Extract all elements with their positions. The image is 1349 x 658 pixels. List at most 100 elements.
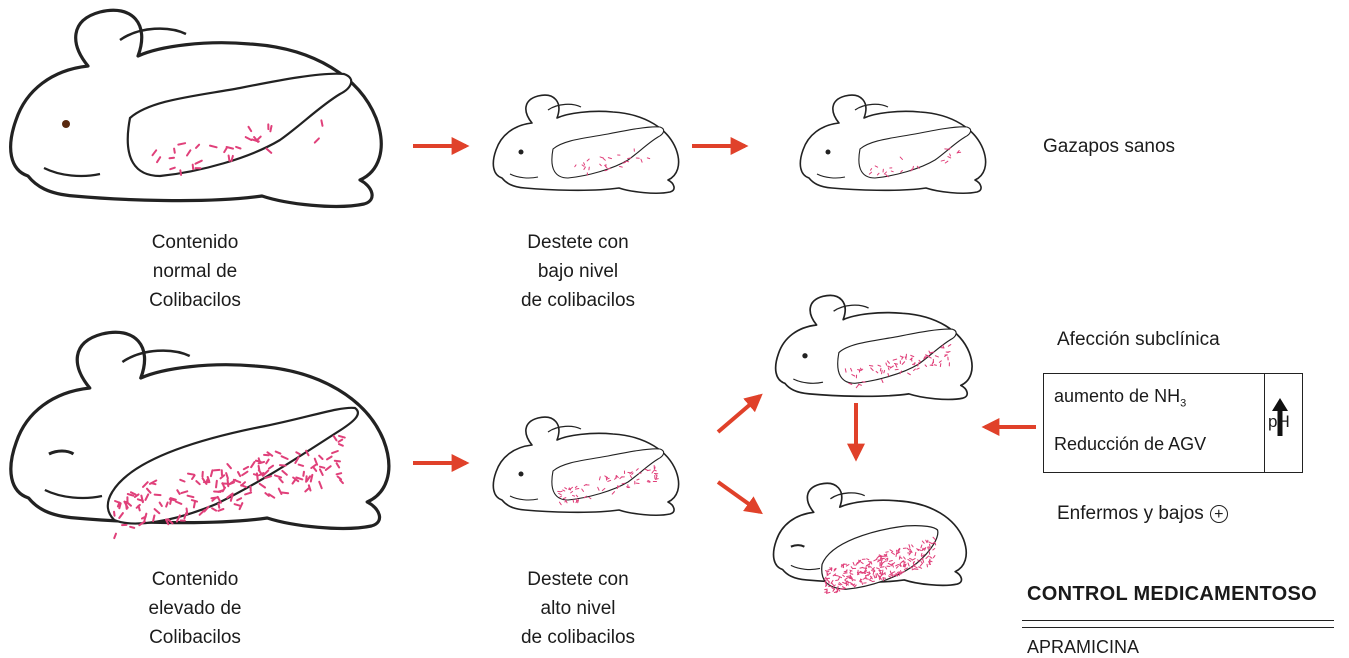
bacteria-mark <box>311 465 315 468</box>
label-line: Contenido <box>130 565 260 594</box>
bacteria-mark <box>326 466 331 470</box>
bacteria-mark <box>847 576 850 577</box>
bacteria-mark <box>216 481 217 488</box>
label-contenido-elevado: Contenido elevado de Colibacilos <box>130 565 260 652</box>
bacteria-mark <box>930 544 931 546</box>
bacteria-mark <box>939 361 941 363</box>
control-rule-1 <box>1022 620 1334 621</box>
bacteria-mark <box>335 461 340 462</box>
bacteria-mark <box>926 556 929 558</box>
rabbit-sano <box>800 95 985 193</box>
bacteria-mark <box>282 471 286 475</box>
bacteria-mark <box>876 574 877 577</box>
bacteria-mark <box>575 488 578 489</box>
bacteria-mark <box>929 559 930 561</box>
bacteria-mark <box>319 456 322 459</box>
bacteria-mark <box>194 501 195 507</box>
bacteria-mark <box>309 485 311 490</box>
metabolic-box: aumento de NH3 Reducción de AGV pH <box>1043 373 1303 473</box>
bacteria-mark <box>193 165 194 170</box>
bacteria-mark <box>589 497 591 498</box>
bacteria-mark <box>647 470 650 471</box>
bacteria-mark <box>623 162 625 163</box>
rabbit-subclinico <box>776 295 972 399</box>
bacteria-mark <box>880 567 884 568</box>
label-enfermos: Enfermos y bajos+ <box>1057 503 1228 525</box>
label-contenido-normal: Contenido normal de Colibacilos <box>130 228 260 315</box>
bacteria-mark <box>856 385 858 388</box>
bacteria-mark <box>315 138 319 142</box>
bacteria-mark <box>919 567 922 568</box>
rabbit-normal <box>11 10 382 206</box>
bacteria-mark <box>935 542 936 545</box>
bacteria-mark <box>166 503 168 507</box>
bacteria-mark <box>321 120 322 125</box>
box-row-agv: Reducción de AGV <box>1054 434 1206 455</box>
bacteria-mark <box>279 479 282 483</box>
bacteria-mark <box>654 470 656 471</box>
bacteria-mark <box>299 465 303 466</box>
bacteria-mark <box>879 556 882 557</box>
bacteria-mark <box>851 584 853 585</box>
bacteria-mark <box>293 480 296 484</box>
bacteria-mark <box>218 504 219 508</box>
label-line: Destete con <box>498 228 658 257</box>
nh3-subscript: 3 <box>1180 398 1186 410</box>
bacteria-mark <box>928 547 929 549</box>
bacteria-mark <box>332 451 338 453</box>
bacteria-mark <box>645 469 647 470</box>
bacteria-mark <box>153 516 154 522</box>
bacteria-mark <box>187 509 188 515</box>
bacteria-mark <box>933 549 935 550</box>
bacteria-mark <box>311 475 313 482</box>
bacteria-mark <box>340 480 343 483</box>
bacteria-mark <box>945 161 948 163</box>
bacteria-mark <box>943 345 944 347</box>
bacteria-mark <box>923 559 924 562</box>
bacteria-mark <box>941 160 944 161</box>
bacteria-mark <box>860 567 863 568</box>
bacteria-mark <box>882 370 883 373</box>
bacteria-mark <box>921 562 922 564</box>
bacteria-mark <box>130 527 134 528</box>
bacteria-mark <box>337 463 340 467</box>
bacteria-mark <box>266 149 271 153</box>
bacteria-mark <box>863 573 866 574</box>
bacteria-mark <box>620 166 623 167</box>
bacteria-mark <box>119 503 120 508</box>
bacteria-mark <box>235 504 240 505</box>
bacteria-mark <box>188 474 194 475</box>
box-row-nh3: aumento de NH3 <box>1054 386 1186 410</box>
bacteria-mark <box>339 444 343 446</box>
nh3-text: aumento de NH <box>1054 386 1180 406</box>
bacteria-mark <box>622 483 625 484</box>
bacteria-mark <box>256 461 261 462</box>
bacteria-mark <box>296 478 302 480</box>
bacteria-mark <box>880 368 881 371</box>
bacteria-mark <box>950 154 951 156</box>
label-line: alto nivel <box>498 594 658 623</box>
bacteria-mark <box>259 466 260 471</box>
bacteria-mark <box>920 564 922 566</box>
rabbit-destete-bajo <box>493 95 678 193</box>
bacteria-mark <box>912 569 915 570</box>
bacteria-mark <box>930 557 932 559</box>
bacteria-mark <box>114 512 115 516</box>
rabbit-enfermo <box>774 483 967 593</box>
bacteria-mark <box>605 170 607 171</box>
bacteria-mark <box>114 534 116 538</box>
bacteria-mark <box>170 168 175 170</box>
bacteria-mark <box>628 472 631 473</box>
bacteria-mark <box>170 499 174 500</box>
bacteria-mark <box>921 553 922 555</box>
bacteria-mark <box>315 459 317 465</box>
bacteria-mark <box>933 556 934 558</box>
bacteria-mark <box>883 577 884 580</box>
rabbit-destete-alto <box>493 417 678 515</box>
bacteria-mark <box>319 482 321 488</box>
bacteria-mark <box>170 158 175 159</box>
bacteria-mark <box>214 470 220 471</box>
bacteria-mark <box>280 465 286 466</box>
bacteria-mark <box>178 143 185 144</box>
